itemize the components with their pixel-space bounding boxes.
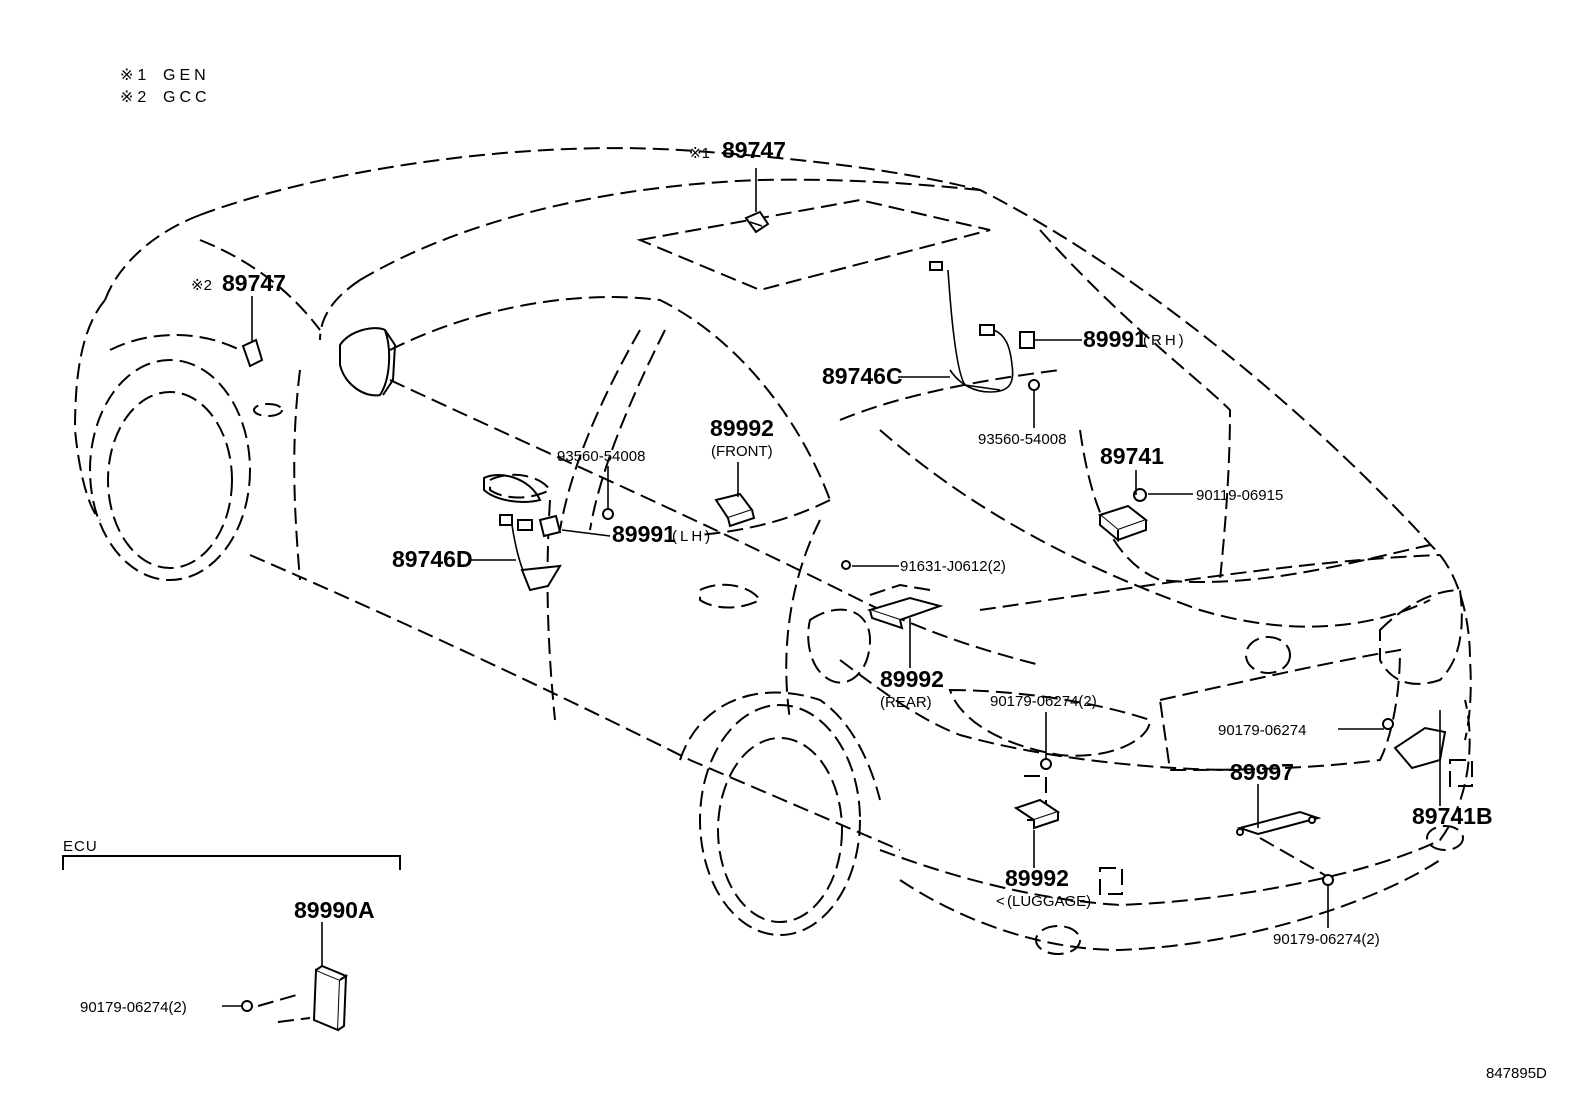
fender-antenna-part xyxy=(241,338,264,368)
callout-oscillator-rear-part: 89992 xyxy=(880,666,944,692)
callout-bracket-rh-side: (RH) xyxy=(1143,332,1187,349)
nut-bumper-side-part xyxy=(1382,718,1394,730)
callout-roof-antenna-mark: ※1 xyxy=(689,145,710,162)
car-outline xyxy=(73,147,1473,955)
callout-nut-luggage-part: 90179-06274(2) xyxy=(990,693,1097,710)
callout-oscillator-luggage-part: 89992 xyxy=(1005,865,1069,891)
oscillator-rear-part xyxy=(866,583,944,630)
bolt-rh-part xyxy=(1028,379,1040,391)
screw-89741-part xyxy=(1133,488,1147,502)
callout-nut-bumper-part: 90179-06274(2) xyxy=(1273,931,1380,948)
callout-ecu-part: 89990A xyxy=(294,897,375,923)
note-1-mark: ※1 xyxy=(120,67,150,84)
oscillator-luggage-part xyxy=(1013,798,1061,830)
ecu-section xyxy=(62,855,401,1032)
oscillator-front-part xyxy=(714,492,756,528)
antenna-bumper-part xyxy=(1236,810,1331,879)
callout-bracket-lh-side: (LH) xyxy=(672,528,713,545)
callout-bolt-lh-part: 93560-54008 xyxy=(557,448,645,465)
bolt-lh-part xyxy=(602,508,614,520)
note-2-mark: ※2 xyxy=(120,89,150,106)
callout-nut-bumper-side-part: 90179-06274 xyxy=(1218,722,1306,739)
note-1-text: GEN xyxy=(163,67,210,84)
callout-fender-antenna-part: 89747 xyxy=(222,270,286,296)
harness-c-part xyxy=(929,261,1035,393)
callout-oscillator-front-loc: (FRONT) xyxy=(711,443,773,460)
roof-antenna-part xyxy=(744,210,770,234)
callout-oscillator-rear-loc: (REAR) xyxy=(880,694,932,711)
diagram-id: 847895D xyxy=(1486,1065,1547,1082)
callout-nut-ecu-part: 90179-06274(2) xyxy=(80,999,187,1016)
callout-harness-c-part: 89746C xyxy=(822,363,903,389)
nut-bumper-part xyxy=(1322,874,1334,886)
callout-antenna-bumper-part: 89997 xyxy=(1230,759,1294,785)
callout-oscillator-luggage-mark: < xyxy=(996,893,1005,910)
callout-harness-d-part: 89746D xyxy=(392,546,473,572)
leader-lines xyxy=(222,168,1441,1007)
callout-clip-rear-part: 91631-J0612(2) xyxy=(900,558,1006,575)
callout-module-89741-part: 89741 xyxy=(1100,443,1164,469)
clip-rear-part xyxy=(841,560,851,570)
ecu-section-label: ECU xyxy=(63,838,98,855)
module-89741-part xyxy=(1097,504,1149,543)
notes: ※1 GEN ※2 GCC xyxy=(120,67,211,106)
callout-bracket-rh-part: 89991 xyxy=(1083,326,1147,352)
module-89741b-part xyxy=(1393,710,1447,770)
callout-bolt-rh-part: 93560-54008 xyxy=(978,431,1066,448)
callout-screw-89741-part: 90119-06915 xyxy=(1196,487,1283,504)
callout-fender-antenna-mark: ※2 xyxy=(191,277,212,294)
callout-module-89741b-part: 89741B xyxy=(1412,803,1493,829)
bracket-lh-part xyxy=(538,514,562,538)
callout-oscillator-front-part: 89992 xyxy=(710,415,774,441)
callout-oscillator-luggage-loc: (LUGGAGE) xyxy=(1007,893,1091,910)
harness-d-part xyxy=(483,474,562,592)
note-2-text: GCC xyxy=(163,89,211,106)
callout-roof-antenna-part: 89747 xyxy=(722,137,786,163)
callout-bracket-lh-part: 89991 xyxy=(612,521,676,547)
side-mirror xyxy=(339,327,391,397)
